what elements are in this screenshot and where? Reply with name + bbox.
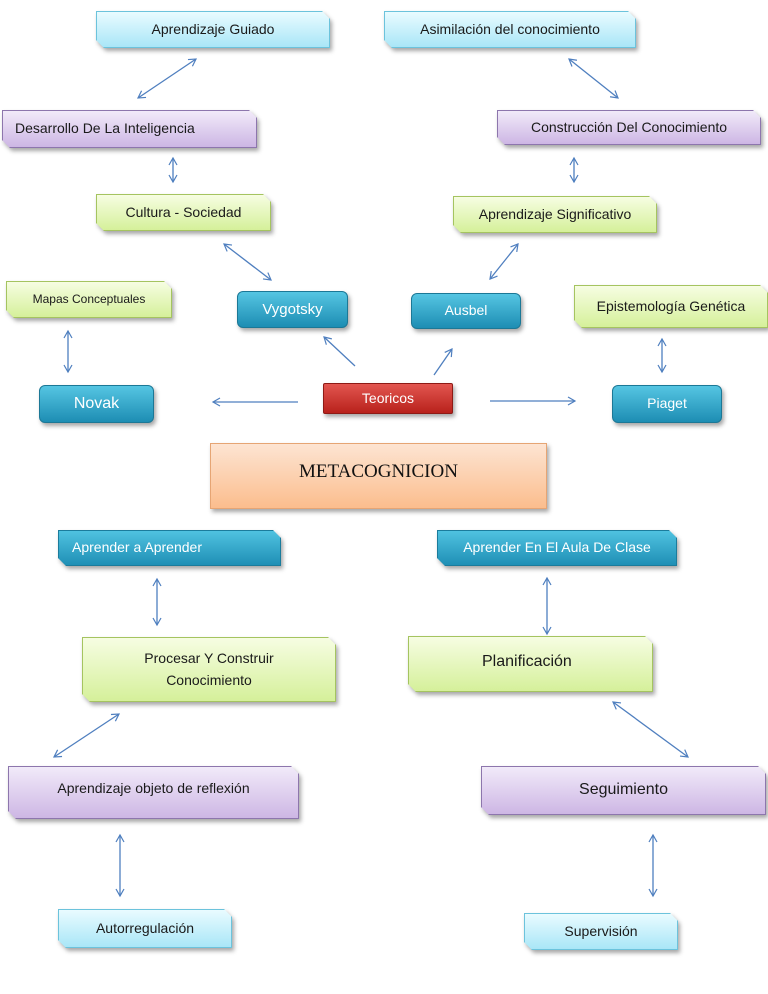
node-label: Mapas Conceptuales bbox=[32, 292, 146, 307]
node-label: Vygotsky bbox=[262, 300, 323, 318]
arrow-teoricos-ausbel bbox=[433, 348, 453, 376]
node-aprendizaje-reflexion[interactable]: Aprendizaje objeto de reflexión bbox=[8, 766, 299, 819]
node-metacognicion[interactable]: METACOGNICION bbox=[210, 443, 547, 509]
node-label: Epistemología Genética bbox=[596, 297, 746, 314]
arrow-teoricos-vygotsky bbox=[323, 336, 356, 367]
node-aprendizaje-significativo[interactable]: Aprendizaje Significativo bbox=[453, 196, 657, 233]
node-construccion-conocimiento[interactable]: Construcción Del Conocimiento bbox=[497, 110, 761, 145]
node-label: Desarrollo De La Inteligencia bbox=[15, 120, 195, 137]
node-epistemologia-genetica[interactable]: Epistemología Genética bbox=[574, 285, 768, 328]
node-label: Cultura - Sociedad bbox=[125, 203, 242, 220]
node-vygotsky[interactable]: Vygotsky bbox=[237, 291, 348, 328]
node-label-line1: Procesar Y Construir bbox=[144, 649, 274, 666]
node-label: Ausbel bbox=[444, 302, 488, 319]
node-desarrollo-inteligencia[interactable]: Desarrollo De La Inteligencia bbox=[2, 110, 257, 148]
arrow-significativo-ausbel bbox=[489, 243, 519, 280]
node-label: Aprendizaje Significativo bbox=[478, 205, 632, 222]
node-label: Teoricos bbox=[361, 389, 415, 406]
node-label: Asimilación del conocimiento bbox=[420, 20, 600, 37]
arrow-guiado-desarrollo bbox=[136, 58, 198, 99]
central-title: METACOGNICION bbox=[299, 461, 458, 482]
node-label: Supervisión bbox=[564, 922, 638, 939]
node-label: Piaget bbox=[647, 395, 687, 412]
node-planificacion[interactable]: Planificación bbox=[408, 636, 653, 692]
arrow-planificacion-seguimiento bbox=[612, 701, 689, 758]
node-label: Autorregulación bbox=[95, 919, 195, 936]
node-piaget[interactable]: Piaget bbox=[612, 385, 722, 423]
node-aprender-aula-clase[interactable]: Aprender En El Aula De Clase bbox=[437, 530, 677, 566]
node-label: Aprendizaje Guiado bbox=[151, 20, 275, 37]
node-procesar-construir[interactable]: Procesar Y Construir Conocimiento bbox=[82, 637, 336, 702]
node-label: Planificación bbox=[482, 653, 572, 670]
node-novak[interactable]: Novak bbox=[39, 385, 154, 423]
node-asimilacion-conocimiento[interactable]: Asimilación del conocimiento bbox=[384, 11, 636, 48]
node-cultura-sociedad[interactable]: Cultura - Sociedad bbox=[96, 194, 271, 231]
arrow-procesar-reflexion bbox=[52, 713, 121, 758]
arrow-cultura-vygotsky bbox=[223, 243, 272, 281]
node-seguimiento[interactable]: Seguimiento bbox=[481, 766, 766, 815]
node-mapas-conceptuales[interactable]: Mapas Conceptuales bbox=[6, 281, 172, 318]
node-label: Aprender a Aprender bbox=[72, 539, 202, 556]
node-label-line2: Conocimiento bbox=[166, 671, 252, 688]
node-label: Novak bbox=[73, 394, 120, 412]
node-label: Aprendizaje objeto de reflexión bbox=[57, 780, 250, 796]
node-label: Construcción Del Conocimiento bbox=[530, 118, 728, 135]
arrow-asimilacion-construccion bbox=[568, 58, 619, 99]
node-aprender-a-aprender[interactable]: Aprender a Aprender bbox=[58, 530, 281, 566]
node-teoricos[interactable]: Teoricos bbox=[323, 383, 453, 414]
node-supervision[interactable]: Supervisión bbox=[524, 913, 678, 950]
node-ausbel[interactable]: Ausbel bbox=[411, 293, 521, 329]
node-aprendizaje-guiado[interactable]: Aprendizaje Guiado bbox=[96, 11, 330, 48]
node-autorregulacion[interactable]: Autorregulación bbox=[58, 909, 232, 948]
node-label: Aprender En El Aula De Clase bbox=[463, 539, 651, 556]
node-label: Seguimiento bbox=[579, 781, 668, 798]
